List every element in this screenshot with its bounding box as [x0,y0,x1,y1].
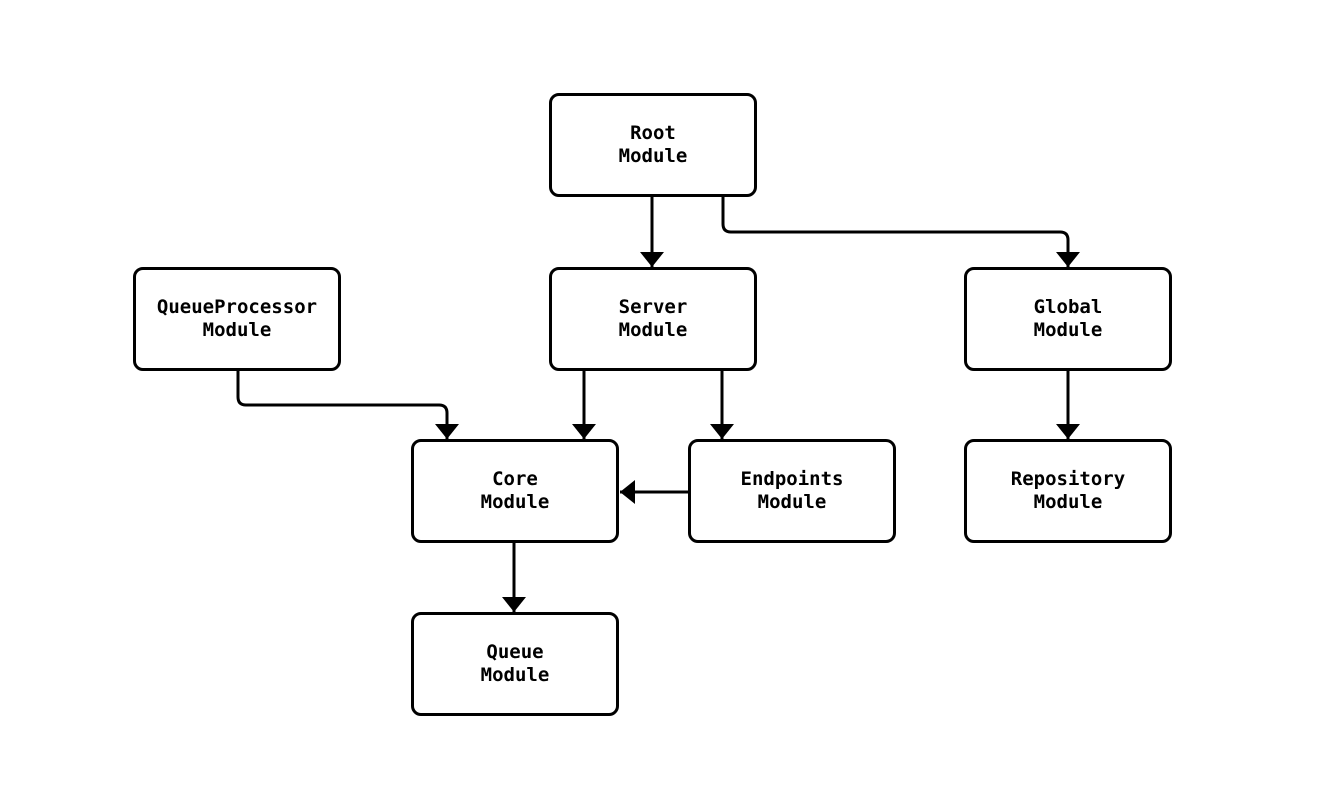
edge-root-global [721,197,1080,267]
node-root-label-line1: Root [630,122,676,144]
node-global-label-line1: Global [1033,296,1103,318]
node-queue-label-line1: Queue [486,641,544,663]
node-server-label-line1: Server [618,296,688,318]
node-core-label-line2: Module [480,491,550,513]
node-queueprocessor-label-line1: QueueProcessor [156,296,318,318]
node-queue-label-line2: Module [480,664,550,686]
node-repository-label-line2: Module [1033,491,1103,513]
node-endpoints-label-line1: Endpoints [740,468,844,490]
node-endpoints-label-line2: Module [757,491,827,513]
node-root-label-line2: Module [618,145,688,167]
node-queueprocessor-label-line2: Module [202,319,272,341]
node-core-label-line1: Core [492,468,538,490]
node-repository-label-line1: Repository [1010,468,1126,490]
node-server-label-line2: Module [618,319,688,341]
node-global-label-line2: Module [1033,319,1103,341]
edge-queueprocessor-core [236,371,459,439]
